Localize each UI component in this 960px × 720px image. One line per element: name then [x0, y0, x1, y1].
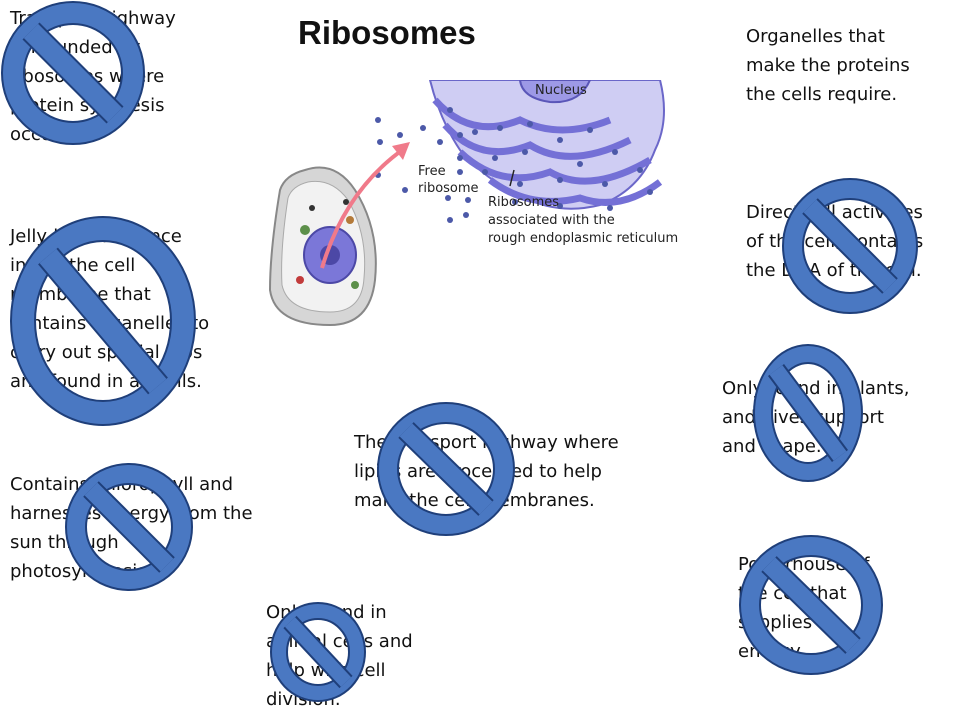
no-symbol-icon [782, 178, 918, 314]
zoom-arrowhead [392, 142, 410, 160]
free-ribosome-label-2: ribosome [418, 181, 479, 196]
bound-ribosome-label-3: rough endoplasmic reticulum [488, 231, 678, 246]
clue-text-answer: Organelles that make the proteins the ce… [746, 26, 910, 105]
slide-title: Ribosomes [298, 14, 476, 51]
no-symbol-icon [270, 602, 366, 702]
free-ribosomes [375, 117, 471, 223]
bound-ribosome-label-1: Ribosomes [488, 195, 559, 210]
ribosome-diagram: Nucleus Free ribosome R [268, 80, 678, 327]
bound-ribosome-pointer [509, 169, 515, 187]
no-symbol-icon [1, 1, 145, 145]
nucleus-er-illustration: Nucleus [428, 80, 665, 211]
free-ribosome-label-1: Free [418, 164, 446, 179]
no-symbol-icon [10, 216, 196, 426]
zoom-arrow [320, 146, 407, 269]
no-symbol-icon [739, 535, 883, 675]
bound-ribosome-label-2: associated with the [488, 213, 615, 228]
no-symbol-icon [753, 344, 863, 482]
nucleus-label: Nucleus [535, 83, 587, 98]
no-symbol-icon [65, 463, 193, 591]
no-symbol-icon [377, 402, 515, 536]
